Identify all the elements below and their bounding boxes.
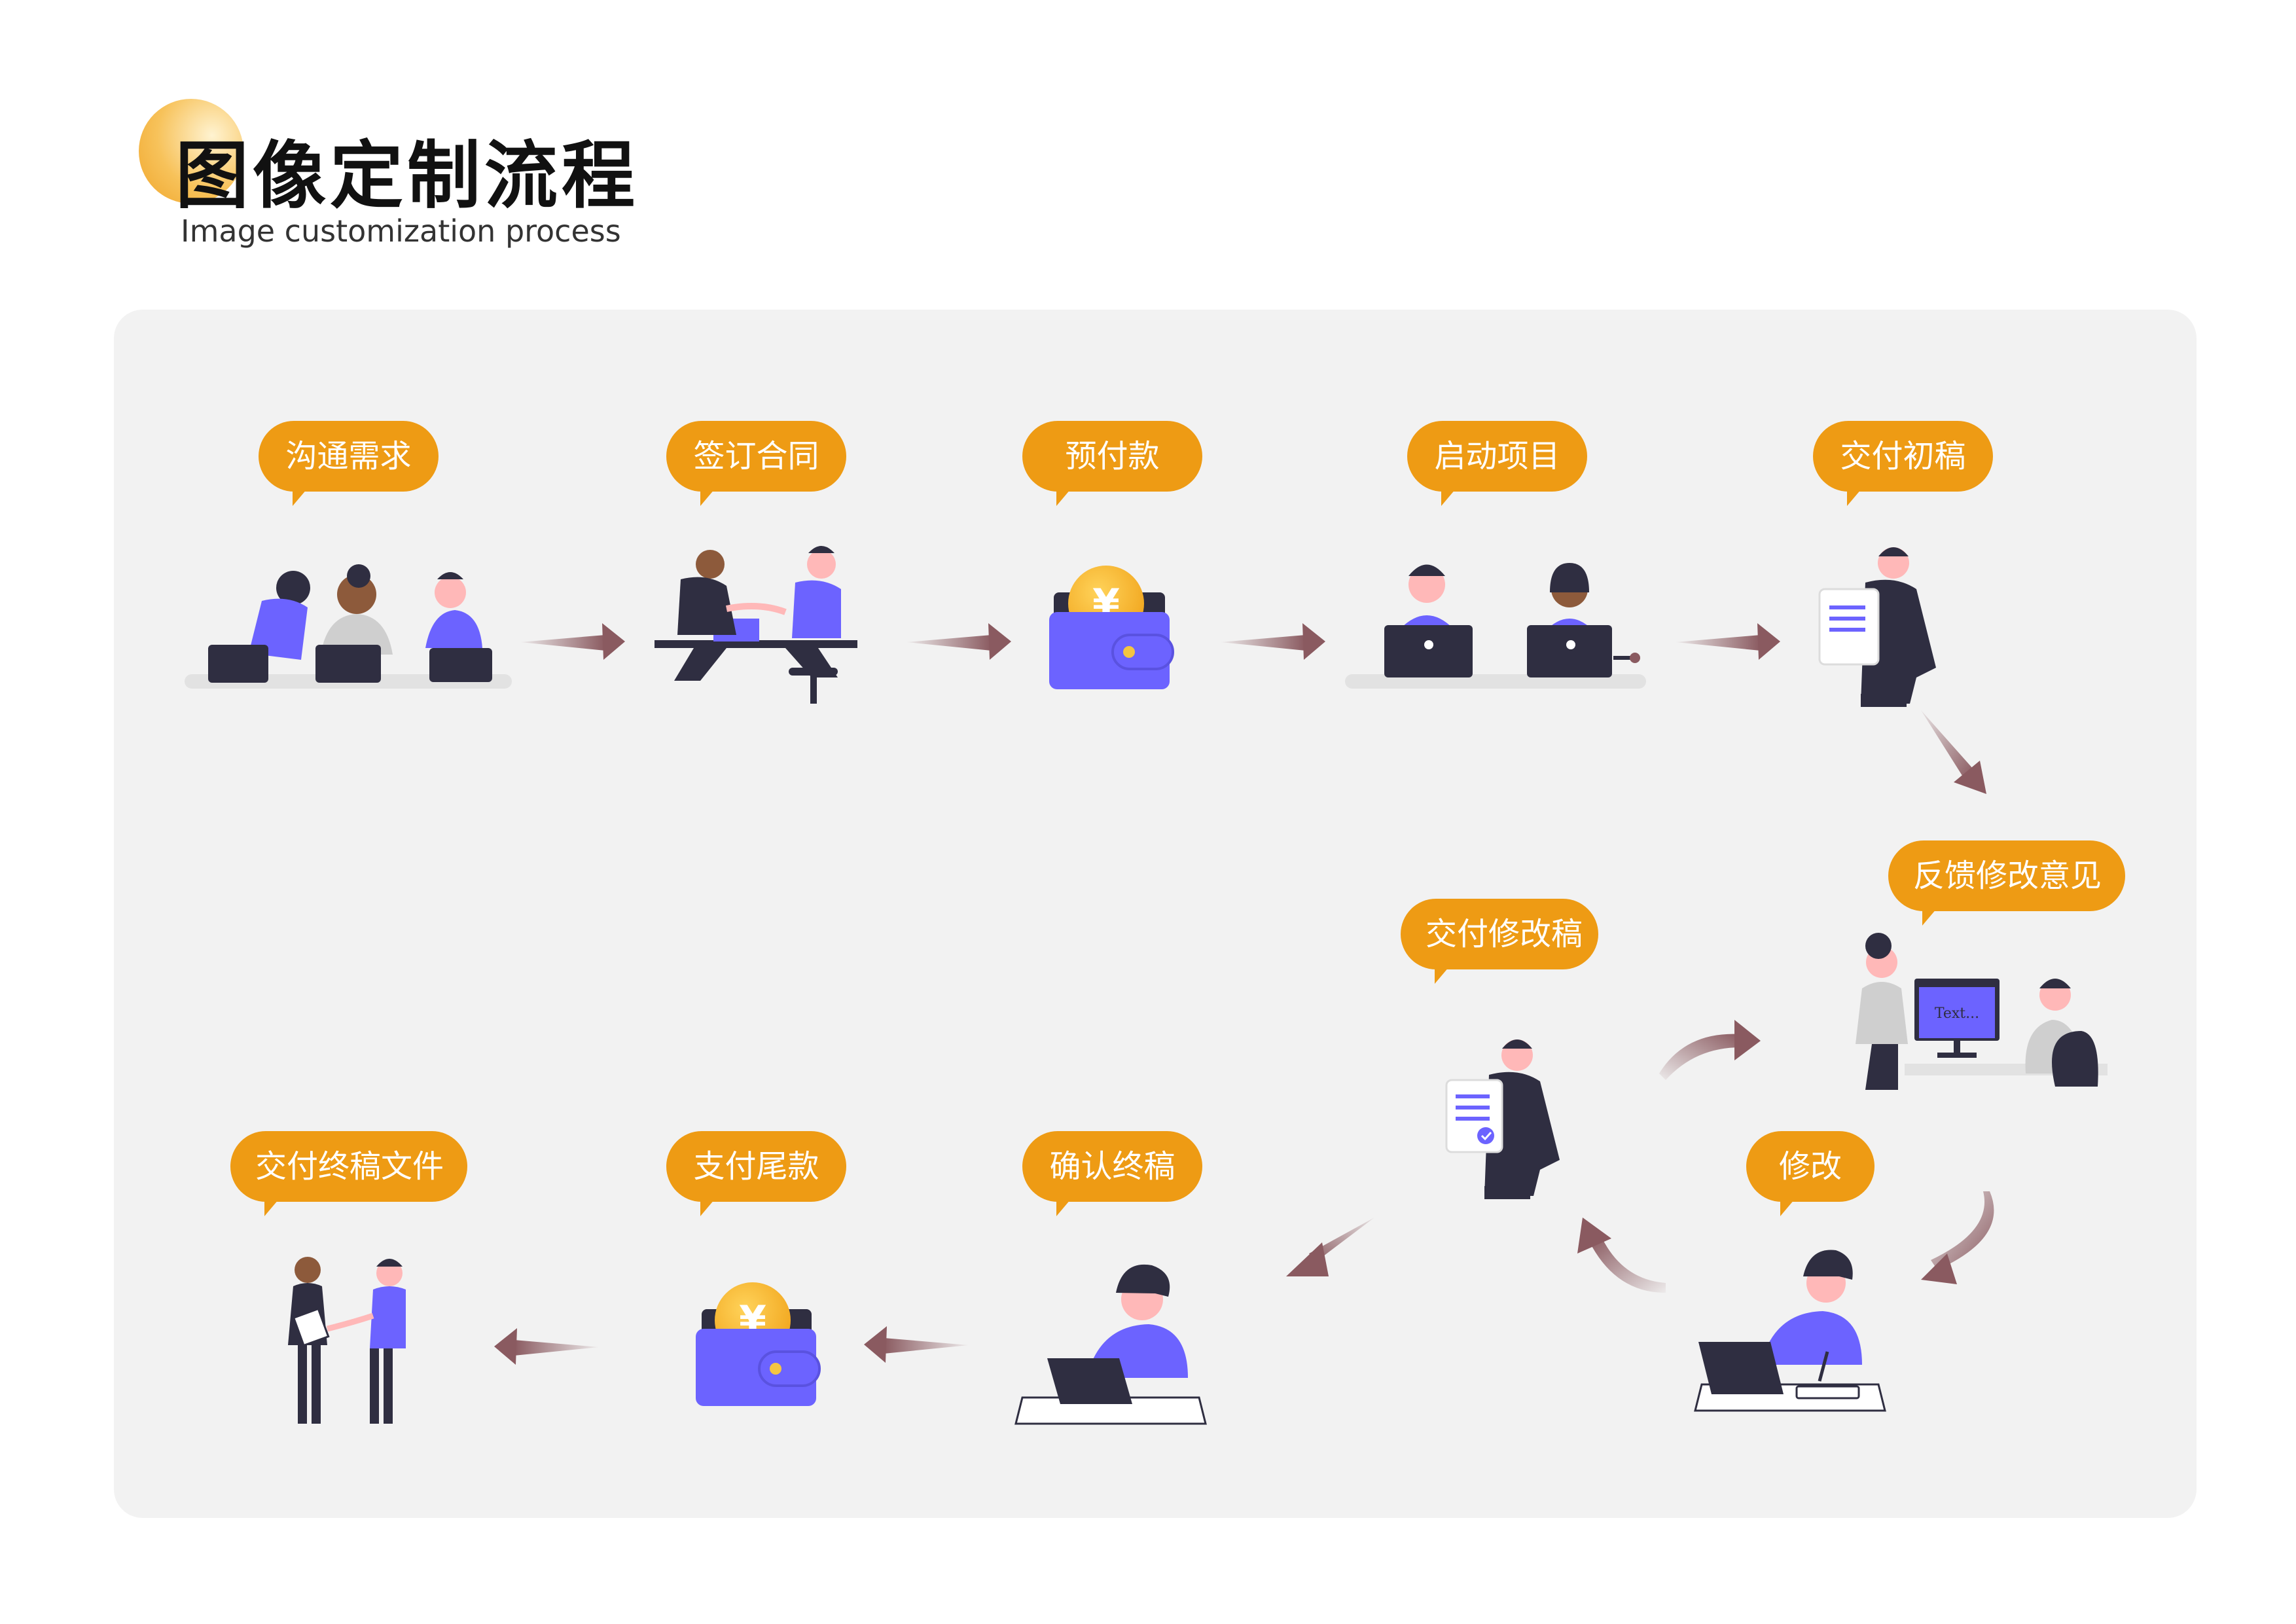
arrow-icon: [1921, 1191, 1994, 1284]
page-title: 图像定制流程: [175, 134, 639, 219]
illustration-modify: [1694, 1250, 1886, 1412]
checkmark-icon: [1477, 1127, 1494, 1144]
step-bubble-prepayment: 预付款: [1022, 421, 1202, 506]
illustration-final-payment-wallet: ¥: [696, 1282, 821, 1406]
arrow-icon: [864, 1326, 969, 1363]
illustration-contract: [655, 546, 857, 704]
step-bubble-first-draft: 交付初稿: [1813, 421, 1993, 506]
step-bubble-final-files: 交付终稿文件: [230, 1131, 467, 1216]
step-bubble-feedback: 反馈修改意见: [1888, 840, 2125, 926]
step-bubble-communicate: 沟通需求: [259, 421, 439, 506]
illustration-first-draft: [1818, 547, 1936, 707]
step-bubble-modify: 修改: [1746, 1131, 1874, 1216]
arrow-icon: [1659, 1020, 1761, 1080]
arrow-icon: [1286, 1218, 1374, 1276]
arrow-icon: [1221, 623, 1325, 660]
illustration-final-handover: [288, 1257, 406, 1424]
arrow-icon: [906, 623, 1011, 660]
illustration-communicate: [185, 564, 512, 689]
title-accent-circle: [139, 99, 243, 204]
illustration-confirm-final: [1014, 1264, 1207, 1425]
flow-arrows: [494, 623, 1994, 1365]
arrow-icon: [1676, 623, 1780, 660]
step-bubble-start-project: 启动项目: [1407, 421, 1587, 506]
step-bubble-contract: 签订合同: [666, 421, 846, 506]
arrow-icon: [1577, 1218, 1666, 1293]
illustration-start-project: [1345, 563, 1646, 689]
monitor-text: Text...: [1935, 1005, 1979, 1022]
illustration-feedback: Text...: [1856, 933, 2108, 1090]
illustration-prepayment-wallet: ¥: [1049, 566, 1174, 689]
step-bubble-confirm-final: 确认终稿: [1022, 1131, 1202, 1216]
arrow-icon: [1921, 710, 1986, 794]
step-bubble-revised-draft: 交付修改稿: [1401, 899, 1598, 984]
page-subtitle: Image customization process: [181, 213, 621, 249]
illustration-revised-draft: [1445, 1039, 1560, 1199]
process-panel: [114, 310, 2197, 1518]
arrow-icon: [494, 1328, 599, 1365]
arrow-icon: [520, 623, 625, 660]
step-bubble-final-payment: 支付尾款: [666, 1131, 846, 1216]
